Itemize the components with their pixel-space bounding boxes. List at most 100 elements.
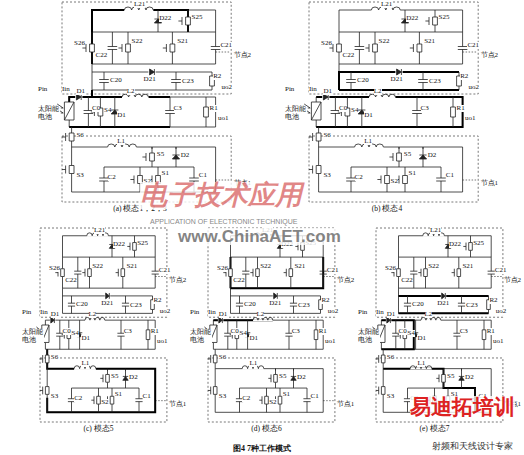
part-label: S25 bbox=[192, 14, 203, 21]
part-label: S1 bbox=[162, 170, 169, 177]
node-label: 节点2 bbox=[337, 277, 355, 284]
part-label: S26 bbox=[217, 265, 228, 272]
part-label: S2 bbox=[391, 178, 398, 185]
part-label: D21 bbox=[269, 300, 281, 307]
part-label: S1 bbox=[115, 391, 122, 398]
part-label: C21 bbox=[467, 42, 479, 49]
part-label: C22 bbox=[343, 52, 355, 59]
part-label: D2 bbox=[428, 152, 437, 159]
part-label: C22 bbox=[96, 52, 108, 59]
part-label: C3 bbox=[174, 105, 182, 112]
part-label: C23 bbox=[429, 78, 441, 85]
part-label: S3 bbox=[387, 393, 394, 400]
part-label: S26 bbox=[385, 265, 396, 272]
part-label: Pin bbox=[358, 309, 367, 316]
part-label: C20 bbox=[76, 301, 88, 308]
part-label: D22 bbox=[449, 241, 461, 248]
node-label: 节点2 bbox=[504, 277, 522, 284]
part-label: 太阳能电池 bbox=[358, 329, 380, 344]
panel-caption: (d) 模态6 bbox=[251, 425, 281, 433]
part-label: R2 bbox=[321, 297, 329, 304]
part-label: C23 bbox=[182, 78, 194, 85]
watermark: 易迪拓培训 bbox=[410, 396, 515, 417]
part-label: R1 bbox=[210, 105, 218, 112]
part-label: S21 bbox=[294, 263, 305, 270]
part-label: D22 bbox=[159, 15, 171, 22]
panel-caption: (c) 模态5 bbox=[84, 425, 114, 433]
part-label: L21 bbox=[94, 227, 105, 234]
part-label: Iin bbox=[309, 86, 317, 93]
part-label: S3 bbox=[76, 172, 83, 179]
part-label: S22 bbox=[428, 263, 439, 270]
part-label: S6 bbox=[323, 132, 330, 139]
converter-schematic bbox=[372, 228, 503, 422]
part-label: D1 bbox=[323, 88, 332, 95]
part-label: C23 bbox=[130, 302, 142, 309]
part-label: S2 bbox=[269, 399, 276, 406]
part-label: D2 bbox=[181, 152, 190, 159]
part-label: S21 bbox=[462, 263, 473, 270]
panel-caption: (e) 模态7 bbox=[420, 425, 450, 433]
part-label: S26 bbox=[321, 40, 332, 47]
part-label: D1 bbox=[364, 112, 373, 119]
converter-schematic bbox=[204, 228, 335, 422]
part-label: C3 bbox=[421, 105, 429, 112]
part-label: D21 bbox=[391, 76, 403, 83]
part-label: Pin bbox=[22, 309, 31, 316]
part-label: C21 bbox=[159, 267, 171, 274]
node-label: 节点2 bbox=[169, 277, 187, 284]
part-label: S25 bbox=[137, 240, 148, 247]
part-label: C23 bbox=[298, 302, 310, 309]
part-label: L1 bbox=[364, 138, 372, 145]
part-label: S3 bbox=[219, 393, 226, 400]
part-label: Iin bbox=[62, 86, 70, 93]
part-label: Pin bbox=[190, 309, 199, 316]
node-label: 节点1 bbox=[481, 180, 499, 187]
part-label: C0 bbox=[231, 328, 239, 335]
part-label: uo1 bbox=[218, 115, 229, 122]
part-label: C22 bbox=[65, 277, 77, 284]
part-label: C1 bbox=[311, 393, 319, 400]
part-label: C2 bbox=[74, 395, 82, 402]
part-label: L21 bbox=[381, 1, 392, 8]
part-label: uo1 bbox=[325, 338, 336, 345]
part-label: D2 bbox=[129, 374, 138, 381]
part-label: C22 bbox=[401, 277, 413, 284]
part-label: D1 bbox=[219, 311, 228, 318]
converter-schematic bbox=[57, 2, 231, 202]
figure-caption: 图4 7种工作模式 bbox=[233, 445, 291, 453]
part-label: uo1 bbox=[493, 338, 504, 345]
watermark: 射频和天线设计专家 bbox=[432, 442, 513, 451]
part-label: S22 bbox=[260, 263, 271, 270]
part-label: C1 bbox=[446, 172, 454, 179]
part-label: L1 bbox=[417, 360, 425, 367]
part-label: L2 bbox=[425, 311, 433, 318]
part-label: C20 bbox=[110, 77, 122, 84]
part-label: C0 bbox=[92, 105, 100, 112]
part-label: uo2 bbox=[222, 84, 233, 91]
part-label: L1 bbox=[117, 138, 125, 145]
part-label: D21 bbox=[437, 300, 449, 307]
part-label: D21 bbox=[144, 76, 156, 83]
part-label: C20 bbox=[412, 301, 424, 308]
part-label: uo2 bbox=[160, 308, 171, 315]
part-label: Pin bbox=[285, 86, 294, 93]
watermark: 电子技术应用 bbox=[140, 182, 302, 209]
part-label: R2 bbox=[489, 297, 497, 304]
part-label: C23 bbox=[466, 302, 478, 309]
node-label: 节点2 bbox=[234, 52, 252, 59]
part-label: R1 bbox=[457, 105, 465, 112]
part-label: R1 bbox=[487, 328, 495, 335]
part-label: D2 bbox=[297, 374, 306, 381]
part-label: L21 bbox=[430, 227, 441, 234]
converter-schematic bbox=[304, 2, 478, 202]
part-label: L2 bbox=[374, 88, 382, 95]
part-label: S26 bbox=[74, 40, 85, 47]
panel-caption: (b) 模态4 bbox=[372, 205, 402, 213]
part-label: C3 bbox=[292, 328, 300, 335]
part-label: S3 bbox=[323, 172, 330, 179]
part-label: D22 bbox=[113, 241, 125, 248]
part-label: D1 bbox=[81, 335, 90, 342]
part-label: S5 bbox=[157, 151, 164, 158]
part-label: 太阳能电池 bbox=[190, 329, 212, 344]
